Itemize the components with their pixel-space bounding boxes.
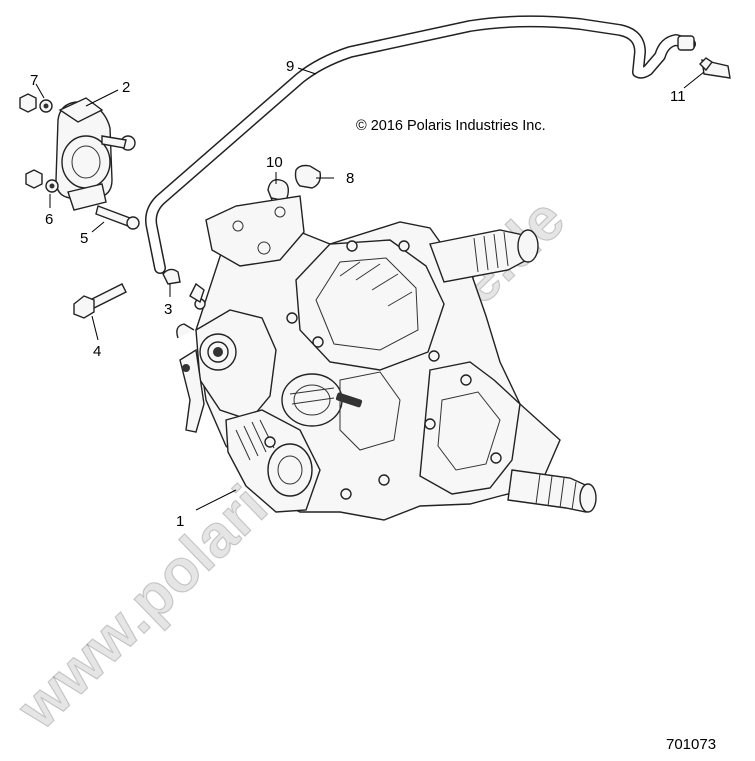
leader-1 (195, 489, 237, 511)
speed-sensor-part (55, 97, 136, 211)
copyright-notice: © 2016 Polaris Industries Inc. (356, 118, 546, 134)
plug-8-part (294, 164, 322, 189)
transmission-assembly-part (176, 195, 597, 521)
diagram-number: 701073 (666, 736, 716, 753)
callout-8: 8 (346, 170, 354, 187)
callout-6: 6 (45, 211, 53, 228)
leader-5 (91, 221, 105, 233)
callout-5: 5 (80, 230, 88, 247)
nut-6-part (25, 169, 59, 193)
callout-7: 7 (30, 72, 38, 89)
callout-4: 4 (93, 343, 101, 360)
callout-1: 1 (176, 513, 184, 530)
leader-7 (35, 83, 45, 99)
callout-10: 10 (266, 154, 283, 171)
nut-7-part (19, 93, 53, 113)
callout-3: 3 (164, 301, 172, 318)
leader-lines (35, 67, 705, 511)
callout-9: 9 (286, 58, 294, 75)
bolt-4-part (73, 283, 127, 319)
vent-hose-part (145, 15, 696, 274)
leader-11 (683, 71, 705, 89)
bolt-5-part (95, 205, 140, 230)
hose-clamp-part (162, 268, 181, 285)
callout-11: 11 (670, 88, 686, 105)
leader-2 (85, 89, 119, 107)
callout-2: 2 (122, 79, 130, 96)
leader-4 (91, 315, 99, 341)
leader-9 (297, 67, 317, 75)
hose-fitting-part (677, 35, 731, 79)
